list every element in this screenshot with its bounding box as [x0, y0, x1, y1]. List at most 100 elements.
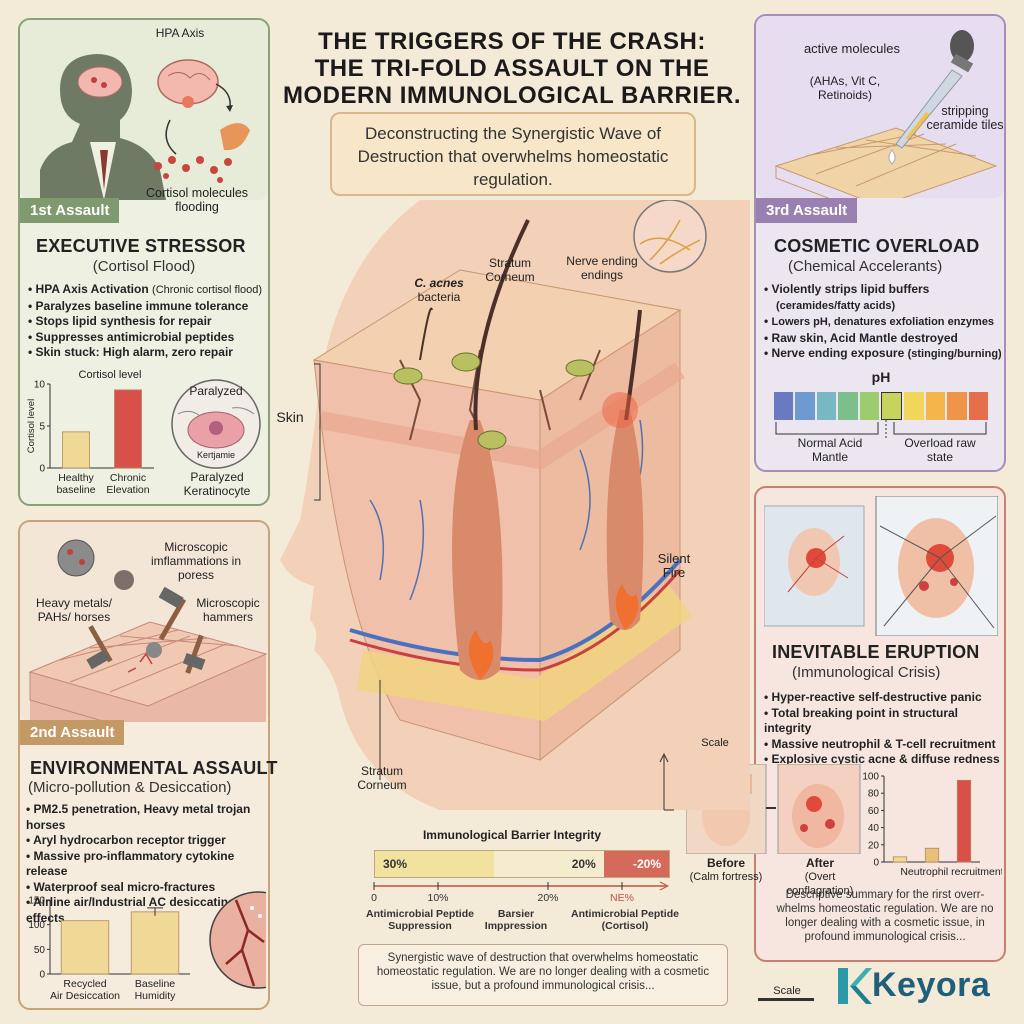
dropper-icon [895, 30, 974, 149]
barrier-axis [373, 881, 670, 891]
scale-bar [758, 998, 814, 1001]
eruption-subheading: (Immunological Crisis) [792, 664, 941, 681]
assault-3-bullets: Violently strips lipid buffers(ceramides… [764, 282, 1004, 363]
title-line-2: THE TRI-FOLD ASSAULT ON THE [314, 55, 710, 82]
ph-swatch [774, 392, 794, 420]
ph-swatch [925, 392, 946, 420]
brand-name: Keyora [872, 966, 991, 1004]
bullet-item: Waterproof seal micro-fractures [26, 880, 270, 896]
scale-arrow-icon [659, 752, 674, 811]
center-summary-text: Synergistic wave of destruction that ove… [376, 952, 710, 992]
stripping-tiles-label: stripping ceramide tiles [926, 104, 1004, 132]
barrier-tick-label: 10% [427, 892, 449, 904]
eruption-bullets: Hyper-reactive self-destructive panic To… [764, 690, 1004, 768]
bar [62, 431, 90, 469]
bullet-item: Paralyzes baseline immune tolerance [28, 299, 268, 315]
ph-swatch [968, 392, 989, 420]
bullet-item: HPA Axis Activation (Chronic cortisol fl… [28, 282, 268, 299]
keratinocyte-caption: Paralyzed Keratinocyte [183, 470, 251, 498]
bar [130, 911, 180, 975]
center-summary: Synergistic wave of destruction that ove… [358, 944, 728, 1006]
category-label: Air Desiccation [50, 990, 120, 1002]
bullet-item: Aryl hydrocarbon receptor trigger [26, 833, 270, 849]
bullet-item: Lowers pH, denatures exfoliation enzymes [764, 314, 1004, 331]
bacteria-icon [477, 430, 507, 450]
barrier-axis-label: Antimicrobial Peptide Suppression [366, 908, 474, 932]
active-molecules-note: (AHAs, Vit C, Retinoids) [809, 74, 881, 102]
cortisol-caption: Cortisol molecules flooding [145, 186, 249, 214]
barrier-chart-title: Immunological Barrier Integrity [422, 828, 602, 842]
y-tick-label: 100 [862, 772, 879, 783]
after-note: (Overt conflagration) [786, 871, 854, 897]
stratum-corneum-bottom-label: Stratum Corneum [357, 764, 407, 792]
active-molecules-label: active molecules [803, 41, 901, 56]
brain-icon [77, 66, 123, 98]
y-axis-label: Cortisol level [26, 399, 37, 453]
assault-1-subheading: (Cortisol Flood) [92, 258, 196, 275]
nerve-icon [639, 219, 701, 265]
bullet-item: Hyper-reactive self-destructive panic [764, 690, 1004, 706]
category-label: Chronic [110, 472, 146, 484]
assault-1-heading: EXECUTIVE STRESSOR [36, 236, 246, 256]
nerve-ending-label: Nerve ending endings [566, 254, 638, 282]
bar [892, 856, 908, 863]
arrow-icon [215, 83, 231, 109]
after-label: After [805, 856, 834, 870]
ph-swatch [904, 392, 924, 420]
bullet-item: Massive neutrophil & T-cell recruitment [764, 737, 1004, 753]
bacteria-label: C. acnes [414, 276, 464, 290]
microscopic-inflammations-label: Microscopic imflammations in poress [150, 540, 242, 582]
barrier-axis-labels: Antimicrobial Peptide Suppression Barsier… [366, 908, 684, 938]
paralyzed-keratinocyte-illustration [171, 379, 261, 469]
barrier-axis-label: Barsier Imppression [484, 908, 548, 932]
category-label: Baseline [135, 978, 175, 990]
barrier-segment: -20% [603, 851, 669, 877]
y-tick-label: 150 [28, 896, 45, 907]
y-tick-label: 10 [34, 380, 46, 391]
y-tick-label: 0 [39, 464, 45, 475]
bullet-item: Stops lipid synthesis for repair [28, 314, 268, 330]
y-tick-label: 60 [868, 806, 880, 817]
stratum-corneum-top-label: Stratum Corneum [485, 256, 535, 284]
hammer-icon [182, 634, 206, 674]
cosmetic-dropper-illustration [756, 16, 1004, 198]
ph-swatch [947, 392, 967, 420]
subtitle-box: Deconstructing the Synergistic Wave of D… [330, 112, 696, 196]
bullet-item: Total breaking point in structural integ… [764, 706, 1004, 737]
bullet-item: Raw skin, Acid Mantle destroyed [764, 331, 1004, 347]
pollutant-particle-icon [146, 642, 162, 658]
barrier-segment: 20% [494, 851, 604, 877]
ph-swatch-marker [881, 392, 903, 420]
category-label: Recycled [63, 978, 106, 990]
microscopic-hammers-label: Microscopic hammers [196, 596, 260, 624]
eruption-summary: Descriptive summary for the rirst overr-… [776, 889, 994, 943]
hammer-icon [86, 625, 113, 670]
y-tick-label: 0 [873, 858, 879, 869]
ph-swatch [838, 392, 858, 420]
bullet-item: Skin stuck: High alarm, zero repair [28, 345, 268, 361]
bullet-item: Violently strips lipid buffers(ceramides… [764, 282, 1004, 314]
pollutant-particle-icon [57, 539, 95, 577]
hair-strand [473, 219, 530, 431]
normal-acid-mantle-label: Normal Acid Mantle [797, 436, 863, 464]
y-tick-label: 80 [868, 789, 880, 800]
y-tick-label: 100 [28, 920, 45, 931]
bacteria-icon [393, 367, 423, 385]
bar [60, 920, 110, 975]
ph-swatch [795, 392, 815, 420]
hair-follicle [452, 420, 503, 680]
bacteria-icon [565, 359, 595, 377]
bacteria-icon [451, 352, 481, 372]
assault-2-tag: 2nd Assault [20, 720, 125, 745]
bullet-item: Explosive cystic acne & diffuse redness [764, 752, 1004, 768]
hammer-icon [158, 586, 187, 641]
cortisol-molecules-icon [154, 156, 232, 183]
subtitle-text: Deconstructing the Synergistic Wave of D… [357, 124, 669, 189]
pollutant-particle-icon [114, 570, 134, 590]
executive-silhouette [40, 54, 166, 200]
chart-title: Cortisol level [79, 369, 142, 381]
category-label: baseline [56, 484, 95, 496]
category-label: Humidity [135, 990, 177, 1002]
flame-icon [615, 584, 639, 630]
